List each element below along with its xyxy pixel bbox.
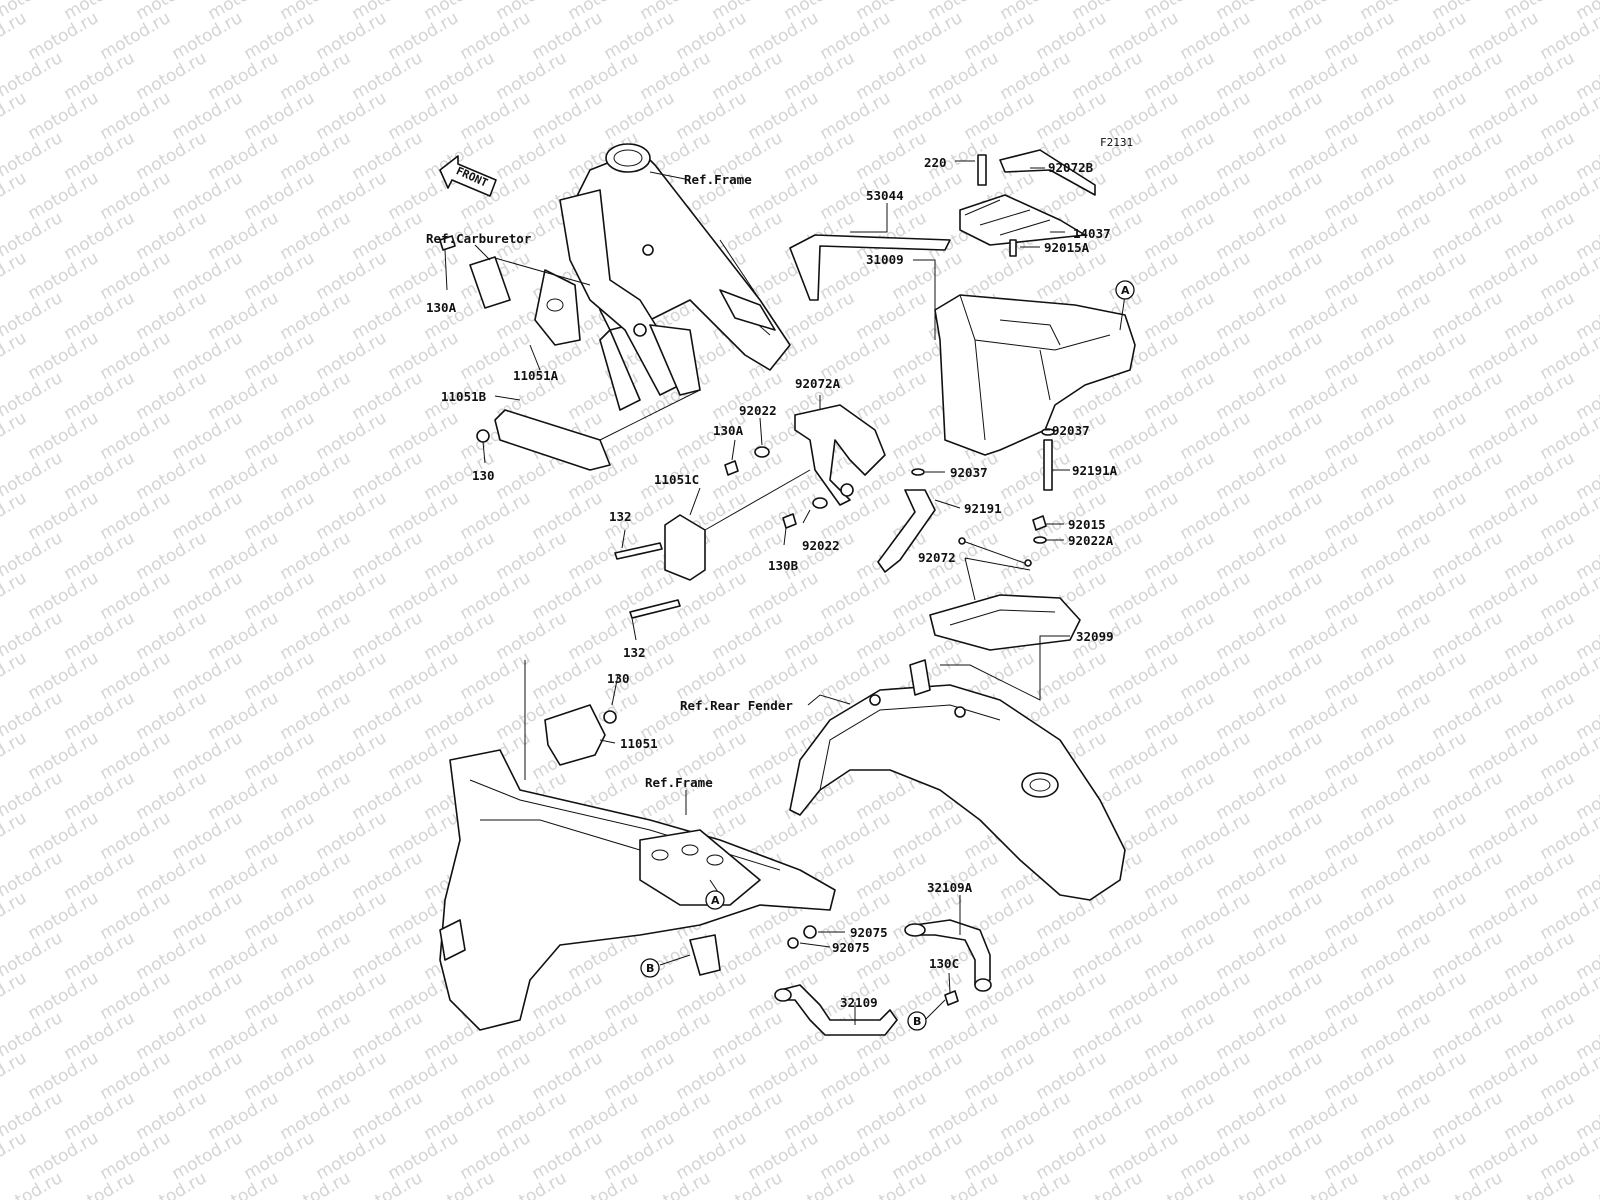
part-label-130-left: 130 [472,468,495,483]
front-arrow-icon: FRONT [439,155,497,197]
part-label-130-lower: 130 [607,671,630,686]
part-label-132-bottom: 132 [623,645,646,660]
part-label-11051a: 11051A [513,368,559,383]
strap-53044-drawing [789,234,951,301]
part-label-92022-top: 92022 [739,403,777,418]
callout-b-pipe-label: B [913,1015,921,1028]
cover-32099-drawing [929,594,1081,651]
part-label-220: 220 [924,155,947,170]
hardware-drawing [614,446,828,619]
part-label-92075-lower: 92075 [832,940,870,955]
part-label-92015: 92015 [1068,517,1106,532]
main-frame-drawing [439,749,836,1031]
pipe-32109-drawing [774,984,959,1036]
part-label-130c: 130C [929,956,959,971]
ref-carburetor: Ref.Carburetor [426,231,532,246]
part-label-92015a: 92015A [1044,240,1090,255]
part-label-92037-left: 92037 [950,465,988,480]
callout-b-pipe: B [907,1011,927,1031]
carburetor-bracket-drawing [439,235,591,346]
part-label-92075-upper: 92075 [850,925,888,940]
part-label-130a-mid: 130A [713,423,744,438]
part-label-130a-left: 130A [426,300,457,315]
part-label-92022a: 92022A [1068,533,1114,548]
part-label-92191: 92191 [964,501,1002,516]
part-label-32109a: 32109A [927,880,973,895]
callout-a-top: A [1115,280,1135,300]
part-label-92022-bottom: 92022 [802,538,840,553]
callout-a-frame-label: A [711,894,720,907]
callout-a-top-label: A [1121,284,1130,297]
rear-fender-drawing [789,659,1126,901]
bracket-92072a-drawing [794,404,886,506]
bracket-11051c-drawing [664,469,811,581]
battery-hold-down-drawing [959,149,1096,257]
part-label-53044: 53044 [866,188,904,203]
part-label-32109: 32109 [840,995,878,1010]
bracket-11051b-drawing [476,389,701,471]
battery-case-31009-drawing [934,294,1136,456]
part-label-11051: 11051 [620,736,658,751]
part-label-132-top: 132 [609,509,632,524]
callout-a-frame: A [705,890,725,910]
frame-head-drawing [559,143,791,411]
part-label-31009: 31009 [866,252,904,267]
part-label-92037-right: 92037 [1052,423,1090,438]
ref-frame-top: Ref.Frame [684,172,752,187]
part-label-11051b: 11051B [441,389,487,404]
pipe-32109a-drawing [904,919,992,992]
ref-rear-fender: Ref.Rear Fender [680,698,793,713]
part-label-92072a: 92072A [795,376,841,391]
callout-b-frame-label: B [646,962,654,975]
bracket-11051-drawing [544,704,617,766]
part-label-92191a: 92191A [1072,463,1118,478]
part-label-92072: 92072 [918,550,956,565]
diagram-code: F2131 [1100,136,1133,149]
tubes-drawing [877,428,1055,573]
ref-frame-bottom: Ref.Frame [645,775,713,790]
callout-b-frame: B [640,958,660,978]
part-label-32099: 32099 [1076,629,1114,644]
part-label-130b: 130B [768,558,799,573]
part-label-11051c: 11051C [654,472,699,487]
part-label-92072b: 92072B [1048,160,1094,175]
part-label-14037: 14037 [1073,226,1111,241]
